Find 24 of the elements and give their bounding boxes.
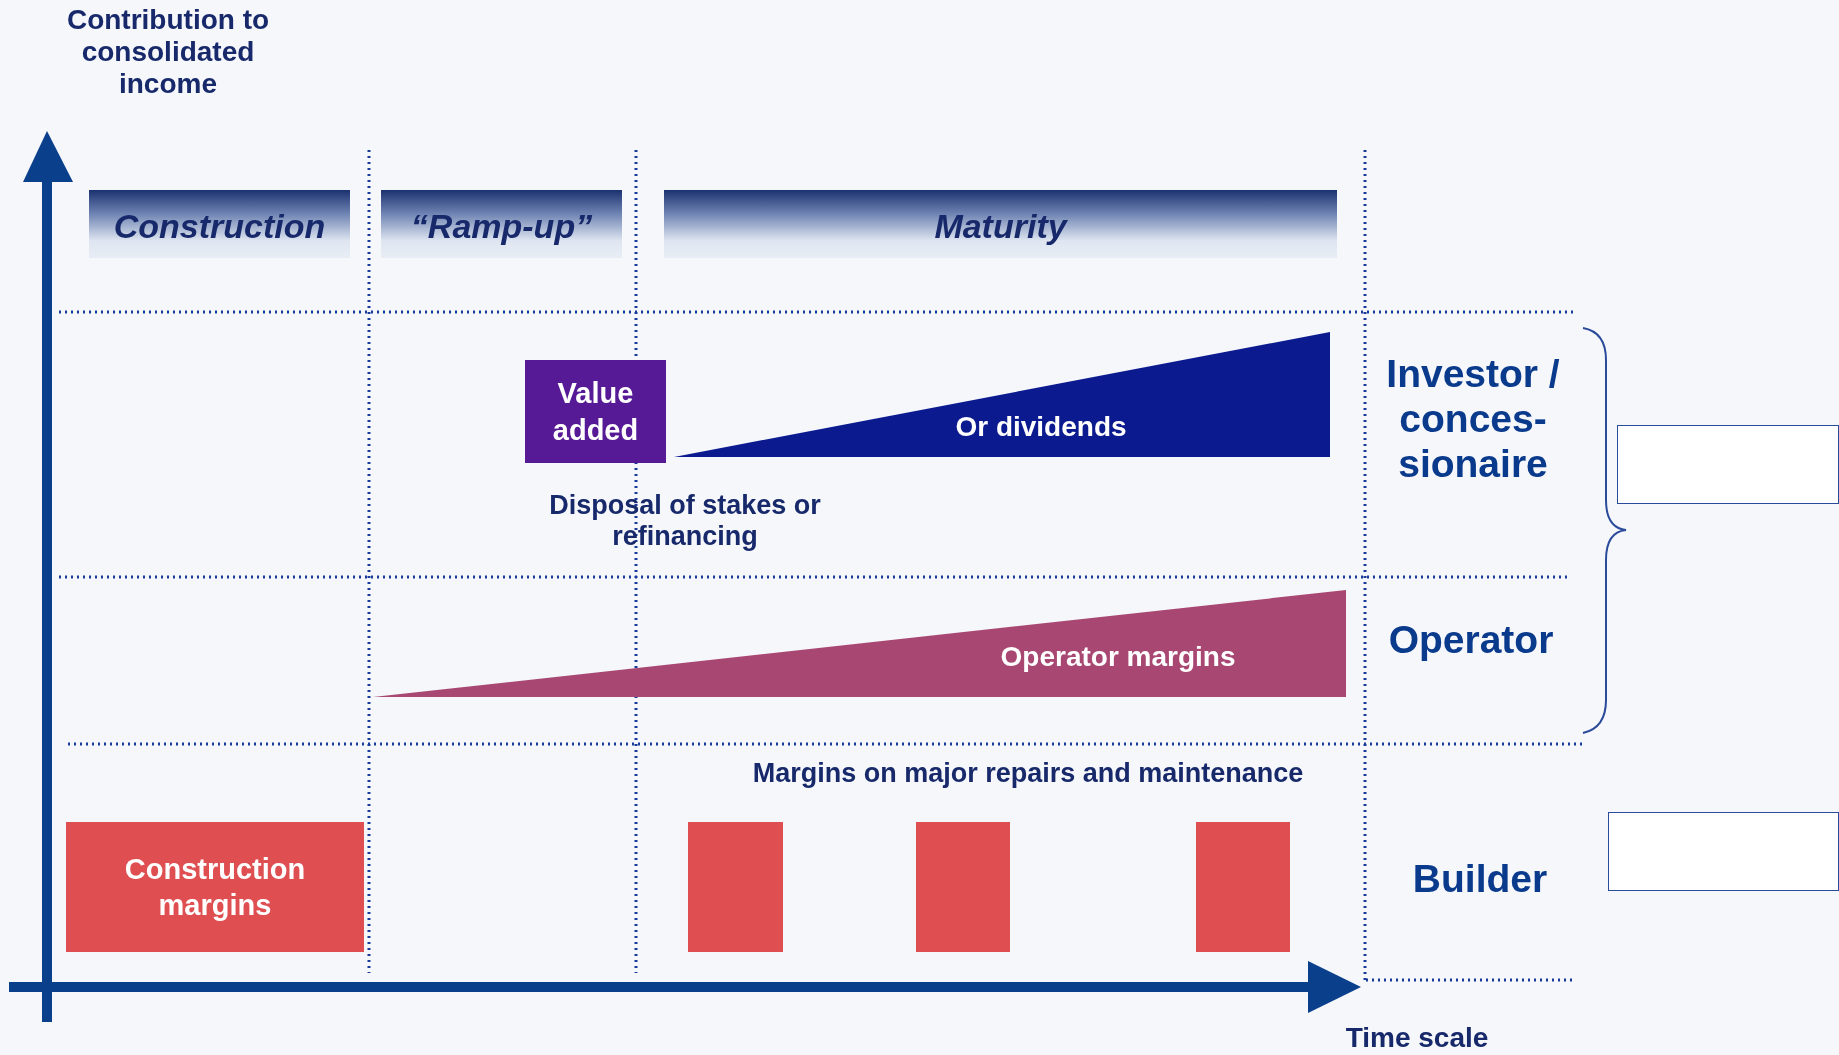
margin-bar — [66, 822, 364, 952]
axis-title: Time scale — [1344, 1022, 1490, 1055]
wedge-label: Operator margins — [1000, 641, 1236, 673]
outline-box — [1617, 425, 1839, 504]
note-text: Margins on major repairs and maintenance — [751, 758, 1305, 790]
value-box — [525, 360, 666, 463]
role-label: Builder — [1411, 857, 1549, 902]
wedge-label: Or dividends — [955, 411, 1127, 443]
phase-title: Construction — [113, 206, 326, 246]
box-label: Construction margins — [123, 851, 307, 923]
margin-bar — [1196, 822, 1290, 952]
phase-band — [381, 190, 622, 258]
margin-bar — [688, 822, 783, 952]
phase-title: Maturity — [934, 206, 1067, 246]
role-label: Operator — [1387, 618, 1555, 663]
phase-title: “Ramp-up” — [410, 206, 593, 246]
axis-title: Contribution to consolidated income — [65, 4, 271, 101]
phase-band — [664, 190, 1337, 258]
box-label: Value added — [551, 376, 640, 448]
margin-bar — [916, 822, 1010, 952]
outline-box — [1608, 812, 1839, 891]
phase-band — [89, 190, 350, 258]
role-label: Investor / conces- sionaire — [1385, 352, 1561, 487]
note-text: Disposal of stakes or refinancing — [548, 490, 822, 553]
